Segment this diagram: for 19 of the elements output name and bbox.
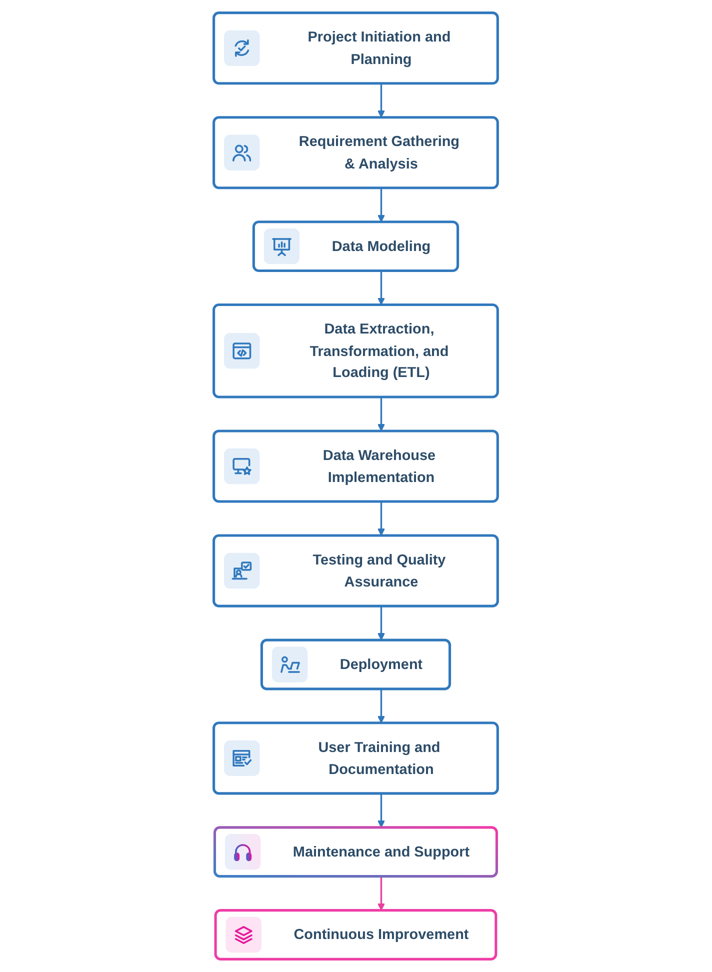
arrow [378,188,386,222]
step-label: Requirement Gathering & Analysis [299,134,460,172]
step-label: Continuous Improvement [294,926,469,943]
step-label: Maintenance and Support [293,844,470,860]
step-label: Project Initiation and Planning [308,28,451,67]
arrow [378,396,386,432]
step-label: Deployment [340,656,423,672]
arrow [378,83,386,118]
arrow [378,270,386,306]
arrow [378,502,386,536]
arrow [378,606,386,640]
step-label: Data Warehouse Implementation [323,447,436,485]
step-label: Data Extraction, Transformation, and Loading (ETL) [310,320,449,380]
step-label: Data Modeling [332,238,431,254]
step-label: User Training and Documentation [318,739,441,777]
arrow [378,688,386,724]
arrow [378,793,386,828]
arrow [378,876,386,911]
step-label: Testing and Quality Assurance [312,552,446,590]
